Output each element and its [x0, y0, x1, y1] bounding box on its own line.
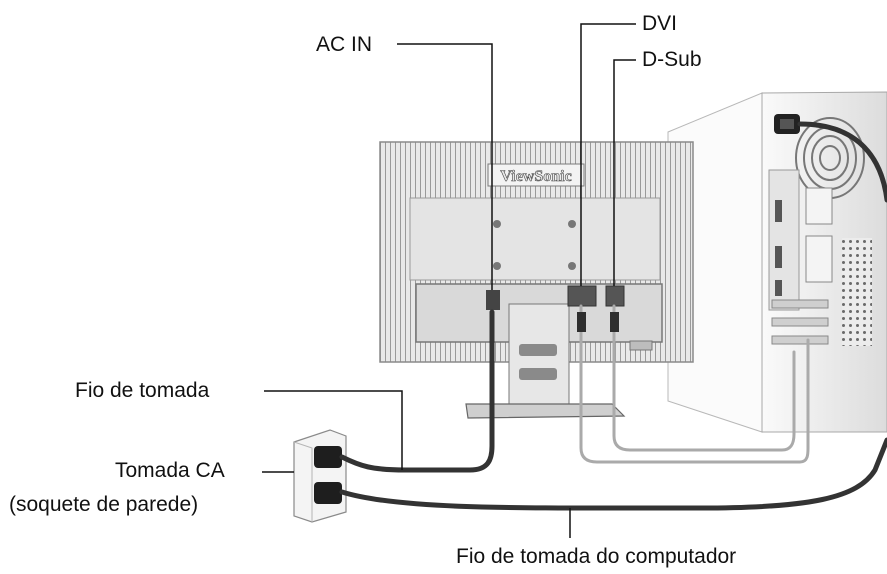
power-socket-icon [774, 114, 800, 134]
plug-lower [314, 482, 342, 504]
stand-neck [508, 303, 570, 413]
dsub-port [605, 285, 625, 307]
dsub-cable [612, 304, 796, 452]
cables [339, 121, 887, 511]
wall-socket [293, 429, 347, 523]
monitor-brand: ViewSonic [500, 168, 571, 185]
dvi-port [567, 285, 597, 307]
label-power-cord: Fio de tomada [75, 379, 210, 402]
label-dsub: D-Sub [642, 48, 702, 71]
leader-power-cord [264, 390, 403, 470]
dvi-cable [579, 304, 810, 464]
label-ac-outlet: Tomada CA [115, 459, 225, 482]
label-computer-power-cord: Fio de tomada do computador [456, 545, 737, 568]
monitor-power-cable [339, 309, 495, 473]
monitor-logo-plate [487, 163, 585, 187]
label-ac-in: AC IN [316, 33, 373, 56]
computer-video-ports [775, 200, 782, 296]
computer-tower [667, 91, 887, 433]
port-cutout-bottom [805, 235, 833, 283]
expansion-slot [771, 299, 829, 309]
io-panel [768, 169, 800, 311]
leader-dvi [580, 23, 636, 286]
port-cutout-top [805, 187, 833, 225]
screw-icon [493, 262, 501, 270]
leader-dsub [613, 59, 636, 286]
leader-lines [262, 23, 636, 538]
expansion-slot [771, 335, 829, 345]
screw-icon [568, 262, 576, 270]
label-dvi: DVI [642, 12, 678, 35]
monitor: ViewSonic [379, 141, 694, 419]
stand-base [465, 403, 626, 419]
ventilation-grille [842, 238, 872, 346]
lock-slot [629, 340, 653, 351]
screw-icon [493, 220, 501, 228]
expansion-slot [771, 317, 829, 327]
screw-icon [568, 220, 576, 228]
computer-power-cable [339, 437, 887, 511]
ac-in-port [486, 290, 500, 310]
label-ac-outlet-subtitle: (soquete de parede) [9, 493, 199, 516]
plug-upper [314, 446, 342, 468]
leader-ac-in [397, 43, 493, 290]
